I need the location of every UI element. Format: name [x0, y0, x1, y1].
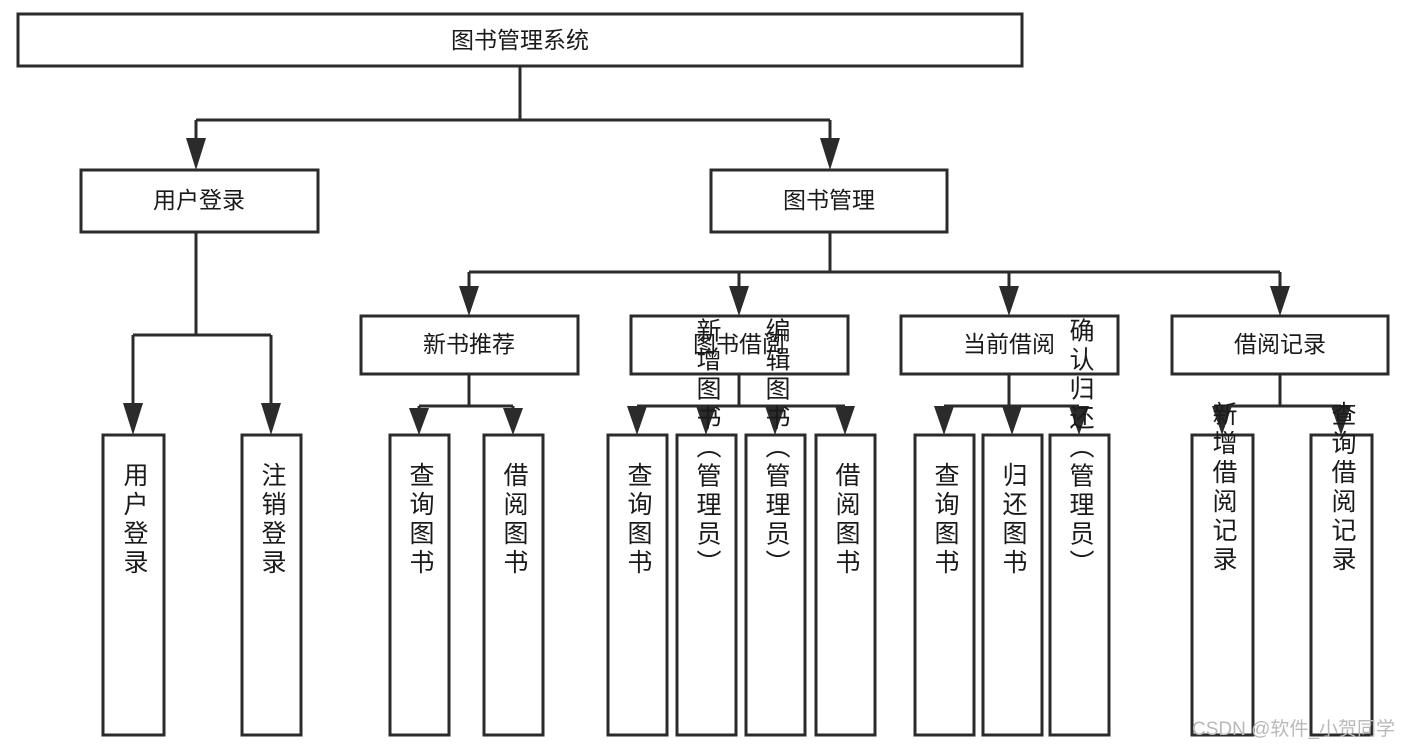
- node-leaf-user-login-label: 用户登录: [120, 462, 149, 578]
- node-leaf-borrow-book-2-box[interactable]: [814, 433, 877, 737]
- arrow-head-leaf-borrow-book-1: [503, 408, 523, 435]
- node-leaf-borrow-book-2[interactable]: 借阅图书: [814, 433, 877, 737]
- arrow-head-leaf-confirm-return: [1069, 406, 1089, 435]
- node-book-borrow-label: 图书借阅: [693, 331, 785, 357]
- node-new-book-recommend-label: 新书推荐: [423, 331, 515, 357]
- node-leaf-return-book[interactable]: 归还图书: [981, 433, 1044, 737]
- node-leaf-borrow-book-1[interactable]: 借阅图书: [482, 433, 545, 737]
- node-leaf-query-book-2-label: 查询图书: [624, 462, 653, 578]
- arrow-head-leaf-query-book-3: [934, 406, 954, 435]
- node-book-borrow-box[interactable]: [629, 314, 850, 376]
- node-current-borrow-box[interactable]: [899, 314, 1120, 376]
- node-user-login-label: 用户登录: [153, 187, 245, 213]
- node-leaf-user-logout-box[interactable]: [240, 433, 303, 737]
- node-book-management-box[interactable]: [709, 168, 949, 234]
- node-user-login[interactable]: 用户登录: [79, 168, 320, 234]
- node-leaf-query-book-1-box[interactable]: [388, 433, 451, 737]
- node-book-borrow[interactable]: 图书借阅: [629, 314, 850, 376]
- arrow-head-book-borrow: [729, 286, 749, 316]
- node-current-borrow-label: 当前借阅: [963, 331, 1055, 357]
- node-leaf-user-logout-label: 注销登录: [258, 462, 287, 578]
- arrow-head-current-borrow: [999, 286, 1019, 316]
- node-leaf-add-book-box[interactable]: [675, 433, 738, 737]
- arrow-head-new-book-recommend: [459, 286, 479, 316]
- arrow-head-leaf-user-logout: [261, 403, 281, 435]
- node-leaf-add-record-label: 新增借阅记录: [1209, 401, 1238, 575]
- arrow-head-leaf-query-book-1: [409, 408, 429, 435]
- node-book-management-label: 图书管理: [783, 187, 875, 213]
- arrow-head-leaf-return-book: [1002, 406, 1022, 435]
- node-leaf-query-record-label: 查询借阅记录: [1328, 401, 1357, 575]
- node-leaf-edit-book-label: 编辑图书（管理员）: [762, 318, 791, 579]
- node-root-box[interactable]: [16, 12, 1024, 68]
- arrow-head-leaf-borrow-book-2: [835, 406, 855, 435]
- node-leaf-return-book-label: 归还图书: [999, 462, 1028, 578]
- node-root-label: 图书管理系统: [451, 27, 589, 53]
- node-leaf-borrow-book-1-label: 借阅图书: [500, 462, 529, 578]
- node-leaf-add-book[interactable]: 新增图书（管理员）: [675, 318, 738, 737]
- node-borrow-record-label: 借阅记录: [1234, 331, 1326, 357]
- node-leaf-query-book-2-box[interactable]: [606, 433, 669, 737]
- node-leaf-user-login[interactable]: 用户登录: [101, 433, 166, 737]
- node-leaf-query-book-1[interactable]: 查询图书: [388, 433, 451, 737]
- node-user-login-box[interactable]: [79, 168, 320, 234]
- arrow-head-leaf-user-login: [123, 403, 143, 435]
- arrow-head-leaf-edit-book: [765, 406, 785, 435]
- arrow-head-leaf-query-book-2: [627, 406, 647, 435]
- node-leaf-add-record-box[interactable]: [1190, 433, 1255, 737]
- node-current-borrow[interactable]: 当前借阅: [899, 314, 1120, 376]
- node-leaf-edit-book[interactable]: 编辑图书（管理员）: [744, 318, 807, 737]
- node-leaf-confirm-return[interactable]: 确认归还（管理员）: [1048, 318, 1111, 737]
- arrow-head-book-management: [820, 138, 840, 170]
- node-leaf-edit-book-box[interactable]: [744, 433, 807, 737]
- node-borrow-record[interactable]: 借阅记录: [1170, 314, 1390, 376]
- node-borrow-record-box[interactable]: [1170, 314, 1390, 376]
- node-leaf-query-book-3[interactable]: 查询图书: [913, 433, 976, 737]
- node-leaf-query-book-3-box[interactable]: [913, 433, 976, 737]
- node-leaf-query-book-2[interactable]: 查询图书: [606, 433, 669, 737]
- arrow-head-leaf-add-book: [696, 406, 716, 435]
- node-leaf-query-book-1-label: 查询图书: [406, 462, 435, 578]
- node-leaf-add-record[interactable]: 新增借阅记录: [1190, 401, 1255, 737]
- node-leaf-confirm-return-box[interactable]: [1048, 433, 1111, 737]
- connector-layer: [123, 66, 1351, 435]
- arrow-head-borrow-record: [1270, 286, 1290, 316]
- node-leaf-add-book-label: 新增图书（管理员）: [693, 318, 722, 579]
- node-leaf-borrow-book-1-box[interactable]: [482, 433, 545, 737]
- node-leaf-query-record-box[interactable]: [1309, 433, 1374, 737]
- node-leaf-query-record[interactable]: 查询借阅记录: [1309, 401, 1374, 737]
- arrow-head-leaf-add-record: [1212, 406, 1232, 435]
- node-root[interactable]: 图书管理系统: [16, 12, 1024, 68]
- arrow-head-user-login: [186, 138, 206, 170]
- node-leaf-borrow-book-2-label: 借阅图书: [832, 462, 861, 578]
- node-leaf-user-login-box[interactable]: [101, 433, 166, 737]
- node-leaf-user-logout[interactable]: 注销登录: [240, 433, 303, 737]
- node-leaf-confirm-return-label: 确认归还（管理员）: [1066, 318, 1095, 579]
- node-new-book-recommend-box[interactable]: [359, 314, 580, 376]
- node-leaf-query-book-3-label: 查询图书: [931, 462, 960, 578]
- node-leaf-return-book-box[interactable]: [981, 433, 1044, 737]
- arrow-head-leaf-query-record: [1331, 406, 1351, 435]
- node-new-book-recommend[interactable]: 新书推荐: [359, 314, 580, 376]
- node-book-management[interactable]: 图书管理: [709, 168, 949, 234]
